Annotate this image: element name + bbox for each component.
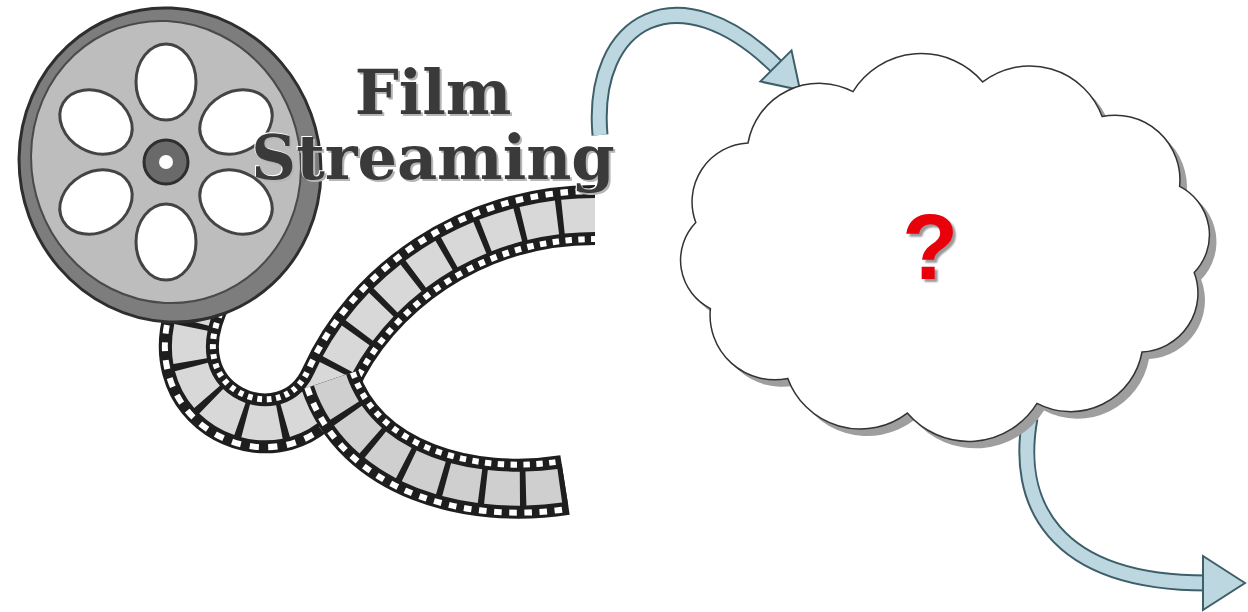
cloud-node: ?	[665, 50, 1225, 445]
arrow-head	[760, 50, 800, 90]
outgoing-arrow	[1027, 418, 1245, 610]
cloud-shape	[681, 54, 1210, 442]
text-holder: ?	[932, 195, 958, 300]
curved-arrow	[599, 15, 800, 135]
logo-node: Film Streaming	[258, 55, 608, 195]
question-mark: ?	[902, 195, 958, 300]
arrow-body	[599, 15, 779, 135]
arrow-outline	[599, 15, 779, 135]
logo-title: Film Streaming	[251, 60, 614, 190]
text-holder: Film Streaming	[251, 60, 614, 190]
